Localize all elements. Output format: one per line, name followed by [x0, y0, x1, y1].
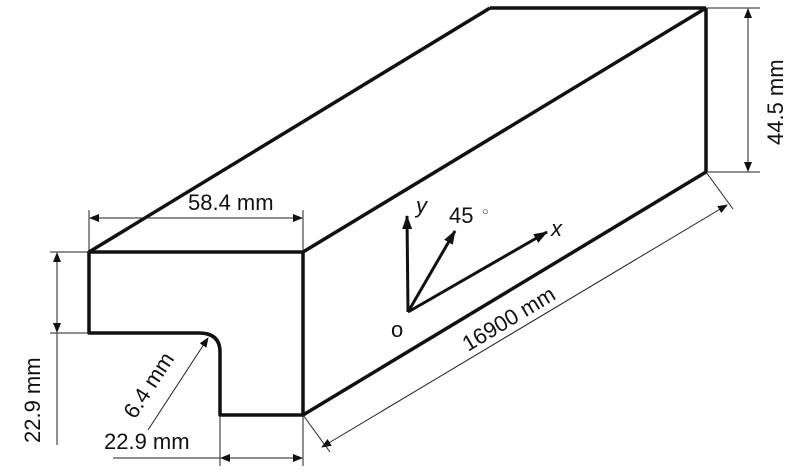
degree-mark: ○	[482, 206, 489, 218]
fillet-radius-leader	[147, 337, 209, 431]
fillet-radius-label: 6.4 mm	[118, 348, 179, 423]
height-back-label: 44.5 mm	[763, 59, 788, 145]
width-top-label: 58.4 mm	[188, 190, 274, 215]
length-extension-back	[705, 171, 734, 210]
origin-label: o	[391, 317, 403, 342]
front-face-outline	[87, 250, 305, 417]
web-width-label: 22.9 mm	[104, 429, 190, 454]
x-axis-label: x	[550, 216, 563, 241]
45-degree-arrow	[406, 230, 457, 313]
y-axis-arrow	[402, 215, 413, 313]
top-right-edge	[302, 6, 707, 254]
flange-thickness-label: 22.9 mm	[20, 357, 45, 443]
angle-label: 45	[449, 203, 473, 228]
x-axis-arrow	[407, 230, 548, 314]
top-left-edge	[88, 6, 491, 254]
bottom-right-edge	[302, 170, 707, 417]
y-axis-label: y	[414, 193, 429, 218]
length-dimension-line	[321, 204, 728, 448]
length-extension-front	[302, 414, 331, 453]
